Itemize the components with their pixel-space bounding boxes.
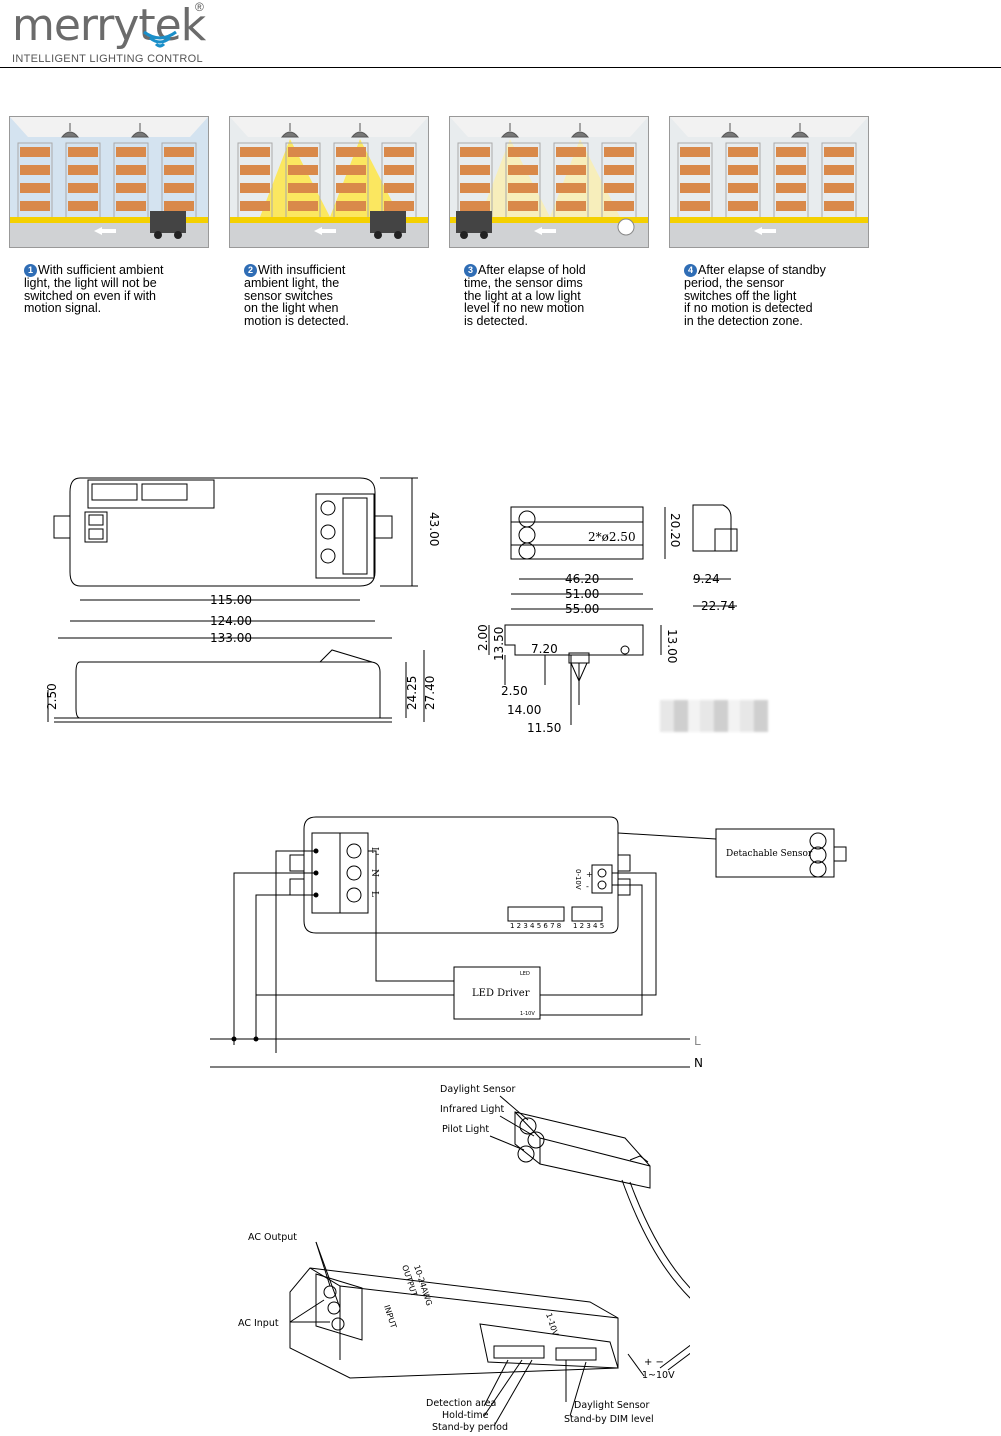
dim-133: 133.00 bbox=[210, 631, 252, 645]
dim-11-50: 11.50 bbox=[527, 721, 561, 735]
dim-20-20: 20.20 bbox=[668, 513, 682, 547]
terminal-l-prime: L' bbox=[369, 847, 379, 855]
dim-terminal-label: 0-10V bbox=[574, 869, 582, 890]
dim-22-74: 22.74 bbox=[701, 599, 735, 613]
dim-55: 55.00 bbox=[565, 602, 599, 616]
dim-27-40: 27.40 bbox=[423, 676, 437, 710]
step-number-badge: 2 bbox=[244, 264, 257, 277]
dim-2-50-b: 2.50 bbox=[501, 684, 528, 698]
step-number-badge: 4 bbox=[684, 264, 697, 277]
pilot-light-label: Pilot Light bbox=[442, 1124, 489, 1135]
dim-124: 124.00 bbox=[210, 614, 252, 628]
dim-9-24: 9.24 bbox=[693, 572, 720, 586]
dim-pins-label: 1~10V bbox=[642, 1370, 675, 1381]
sensor-dimension-labels: 2*ø2.50 46.20 51.00 55.00 20.20 9.24 22.… bbox=[476, 513, 735, 735]
hold-time-label: Hold-time bbox=[442, 1410, 489, 1421]
step-number-badge: 1 bbox=[24, 264, 37, 277]
line-l-label: L bbox=[694, 1034, 701, 1048]
dim-13-00: 13.00 bbox=[665, 629, 679, 663]
standby-dim-label: Stand-by DIM level bbox=[564, 1414, 654, 1425]
wifi-logo-icon bbox=[143, 30, 177, 48]
detachable-sensor-label: Detachable Sensor bbox=[726, 849, 813, 859]
caption-text: With sufficient ambient light, the light… bbox=[24, 263, 164, 315]
iso-dim-label: 1-10V bbox=[544, 1312, 560, 1338]
scene-illustration-1 bbox=[9, 116, 209, 248]
daylight-sensor-label: Daylight Sensor bbox=[440, 1084, 515, 1095]
blurred-watermark bbox=[660, 700, 768, 732]
terminal-n: N bbox=[369, 869, 379, 877]
caption-text: After elapse of hold time, the sensor di… bbox=[464, 263, 586, 328]
led-driver-label: LED Driver bbox=[472, 988, 530, 999]
dim-43: 43.00 bbox=[427, 512, 441, 546]
main-unit-dimension-labels: 115.00 124.00 133.00 43.00 2.50 24.25 27… bbox=[45, 512, 441, 710]
standby-period-label: Stand-by period bbox=[432, 1422, 508, 1433]
dip-right-numbers: 1 2 3 4 5 bbox=[573, 922, 604, 930]
dim-14: 14.00 bbox=[507, 703, 541, 717]
dim-46-20: 46.20 bbox=[565, 572, 599, 586]
dim-13-50: 13.50 bbox=[492, 627, 506, 661]
header-divider bbox=[0, 67, 1001, 68]
dim-terminal-minus: - bbox=[586, 882, 589, 891]
line-n-label: N bbox=[694, 1056, 703, 1070]
registered-mark: ® bbox=[195, 0, 204, 14]
dim-115: 115.00 bbox=[210, 593, 252, 607]
caption-text: After elapse of standby period, the sens… bbox=[684, 263, 826, 328]
scene-illustration-4 bbox=[669, 116, 869, 248]
dim-terminal-plus: + bbox=[586, 870, 593, 879]
wiring-diagram bbox=[210, 816, 847, 1068]
ac-output-label: AC Output bbox=[248, 1232, 297, 1243]
plus-minus-label: + − bbox=[644, 1357, 664, 1368]
daylight-sensor-bottom-label: Daylight Sensor bbox=[574, 1400, 649, 1411]
sensor-dimension-drawing bbox=[488, 504, 738, 725]
input-label: INPUT bbox=[382, 1304, 398, 1330]
isometric-drawing-labels: Daylight Sensor Infrared Light Pilot Lig… bbox=[238, 1084, 675, 1433]
wiring-diagram-labels: Detachable Sensor LED Driver L' N L 0-10… bbox=[369, 847, 813, 1070]
dip-left-numbers: 1 2 3 4 5 6 7 8 bbox=[510, 922, 561, 930]
driver-pin-dim: 1-10V bbox=[520, 1011, 535, 1017]
dim-side-2-50: 2.50 bbox=[45, 683, 59, 710]
brand-tagline: INTELLIGENT LIGHTING CONTROL bbox=[12, 53, 203, 65]
isometric-drawing bbox=[289, 1095, 690, 1427]
main-unit-dimension-drawing bbox=[47, 477, 425, 723]
dim-51: 51.00 bbox=[565, 587, 599, 601]
driver-pin-led: LED bbox=[520, 971, 530, 977]
step-number-badge: 3 bbox=[464, 264, 477, 277]
brand-logo: merrytek bbox=[12, 0, 206, 51]
scene-illustration-3 bbox=[449, 116, 649, 248]
dim-holes: 2*ø2.50 bbox=[588, 530, 636, 544]
detection-area-label: Detection area bbox=[426, 1398, 496, 1409]
terminal-l: L bbox=[369, 891, 379, 897]
caption-text: With insufficient ambient light, the sen… bbox=[244, 263, 349, 328]
dim-24-25: 24.25 bbox=[405, 676, 419, 710]
dim-2-00: 2.00 bbox=[476, 624, 490, 651]
infrared-light-label: Infrared Light bbox=[440, 1104, 504, 1115]
scene-illustration-2 bbox=[229, 116, 429, 248]
dim-7-20: 7.20 bbox=[531, 642, 558, 656]
ac-input-label: AC Input bbox=[238, 1318, 279, 1329]
